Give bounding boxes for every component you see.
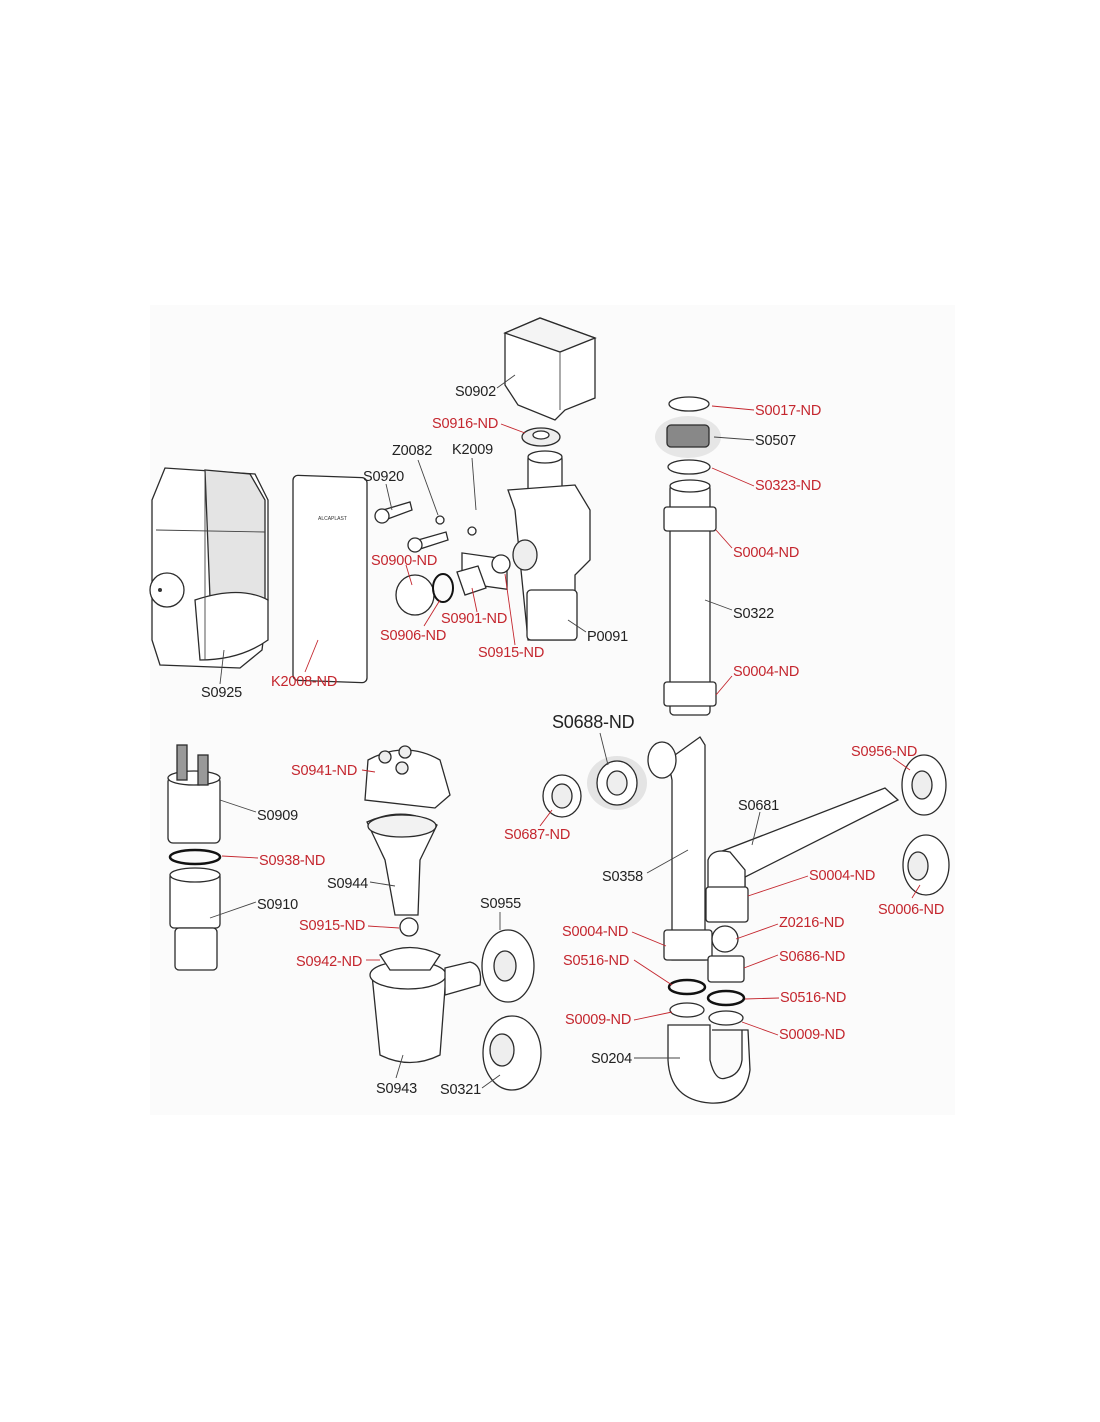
label-s0004-nd-2: S0004-ND: [733, 664, 800, 680]
label-s0323-nd: S0323-ND: [755, 478, 822, 494]
s0900-cap-part: [395, 574, 435, 616]
label-s0688-nd: S0688-ND: [552, 712, 635, 732]
s0358-pipe-part: [647, 736, 713, 961]
label-k2008-nd: K2008-ND: [271, 674, 338, 690]
s0204-trap-part: [667, 1024, 751, 1104]
label-s0909: S0909: [257, 808, 298, 824]
label-s0938-nd: S0938-ND: [259, 853, 326, 869]
label-s0358: S0358: [602, 869, 643, 885]
label-s0906-nd: S0906-ND: [380, 628, 447, 644]
label-s0941-nd: S0941-ND: [291, 763, 358, 779]
label-s0900-nd: S0900-ND: [371, 553, 438, 569]
label-k2009: K2009: [452, 442, 493, 458]
s0943-trap-part: [369, 946, 482, 1064]
s0009-gasket-part: [669, 1002, 705, 1018]
s0944-funnel-part: [366, 813, 438, 916]
s0915-ball-part-2: [399, 917, 419, 937]
label-s0009-nd-2: S0009-ND: [779, 1027, 846, 1043]
label-p0091: P0091: [587, 629, 628, 645]
s0322-tube-part: [663, 479, 717, 716]
label-s0910: S0910: [257, 897, 298, 913]
z0082-screw-part: [435, 515, 445, 525]
label-s0956-nd: S0956-ND: [851, 744, 918, 760]
label-s0915-nd-2: S0915-ND: [299, 918, 366, 934]
s0516-ring-part-2: [706, 989, 746, 1007]
label-s0321: S0321: [440, 1082, 481, 1098]
svg-text:ALCAPLAST: ALCAPLAST: [318, 516, 347, 522]
s0902-cover-part: [503, 317, 597, 421]
label-s0006-nd: S0006-ND: [878, 902, 945, 918]
s0507-nut-part: [666, 424, 710, 448]
s0017-gasket-part: [668, 396, 710, 412]
label-s0925: S0925: [201, 685, 242, 701]
label-z0216-nd: Z0216-ND: [779, 915, 845, 931]
label-s0507: S0507: [755, 433, 796, 449]
label-s0686-nd: S0686-ND: [779, 949, 846, 965]
label-s0942-nd: S0942-ND: [296, 954, 363, 970]
s0925-box-part: [149, 467, 269, 669]
label-s0009-nd-1: S0009-ND: [565, 1012, 632, 1028]
label-s0516-nd-1: S0516-ND: [563, 953, 630, 969]
s0915-ball-part: [491, 554, 511, 574]
s0906-ring-part: [432, 573, 454, 603]
z0216-ball-part: [711, 925, 739, 953]
label-s0902: S0902: [455, 384, 496, 400]
s0941-cap-part: [364, 745, 451, 809]
s0938-ring-part: [168, 848, 222, 866]
s0323-gasket-part: [667, 459, 711, 475]
label-s0004-nd-3: S0004-ND: [809, 868, 876, 884]
k2008-cover-plate-part: ALCAPLAST: [292, 474, 368, 684]
label-z0082: Z0082: [392, 443, 433, 459]
label-s0687-nd: S0687-ND: [504, 827, 571, 843]
label-s0004-nd-4: S0004-ND: [562, 924, 629, 940]
leader-lines: [209, 374, 921, 1089]
label-s0920: S0920: [363, 469, 404, 485]
label-s0017-nd: S0017-ND: [755, 403, 822, 419]
s0681-pipe-part: [705, 787, 900, 923]
label-s0955: S0955: [480, 896, 521, 912]
s0009-gasket-part-2: [708, 1010, 744, 1026]
s0686-adapter-part: [707, 955, 745, 983]
s0901-nut-part: [456, 565, 487, 596]
s0910-pipe-part: [169, 867, 221, 971]
s0920-screws-part: [374, 501, 449, 553]
label-s0915-nd: S0915-ND: [478, 645, 545, 661]
label-s0944: S0944: [327, 876, 368, 892]
label-s0322: S0322: [733, 606, 774, 622]
label-s0681: S0681: [738, 798, 779, 814]
label-s0901-nd: S0901-ND: [441, 611, 508, 627]
label-s0916-nd: S0916-ND: [432, 416, 499, 432]
s0516-ring-part: [667, 978, 707, 996]
s0909-connector-part: [167, 744, 221, 844]
label-s0204: S0204: [591, 1051, 632, 1067]
label-s0516-nd-2: S0516-ND: [780, 990, 847, 1006]
label-s0943: S0943: [376, 1081, 417, 1097]
label-s0004-nd-1: S0004-ND: [733, 545, 800, 561]
